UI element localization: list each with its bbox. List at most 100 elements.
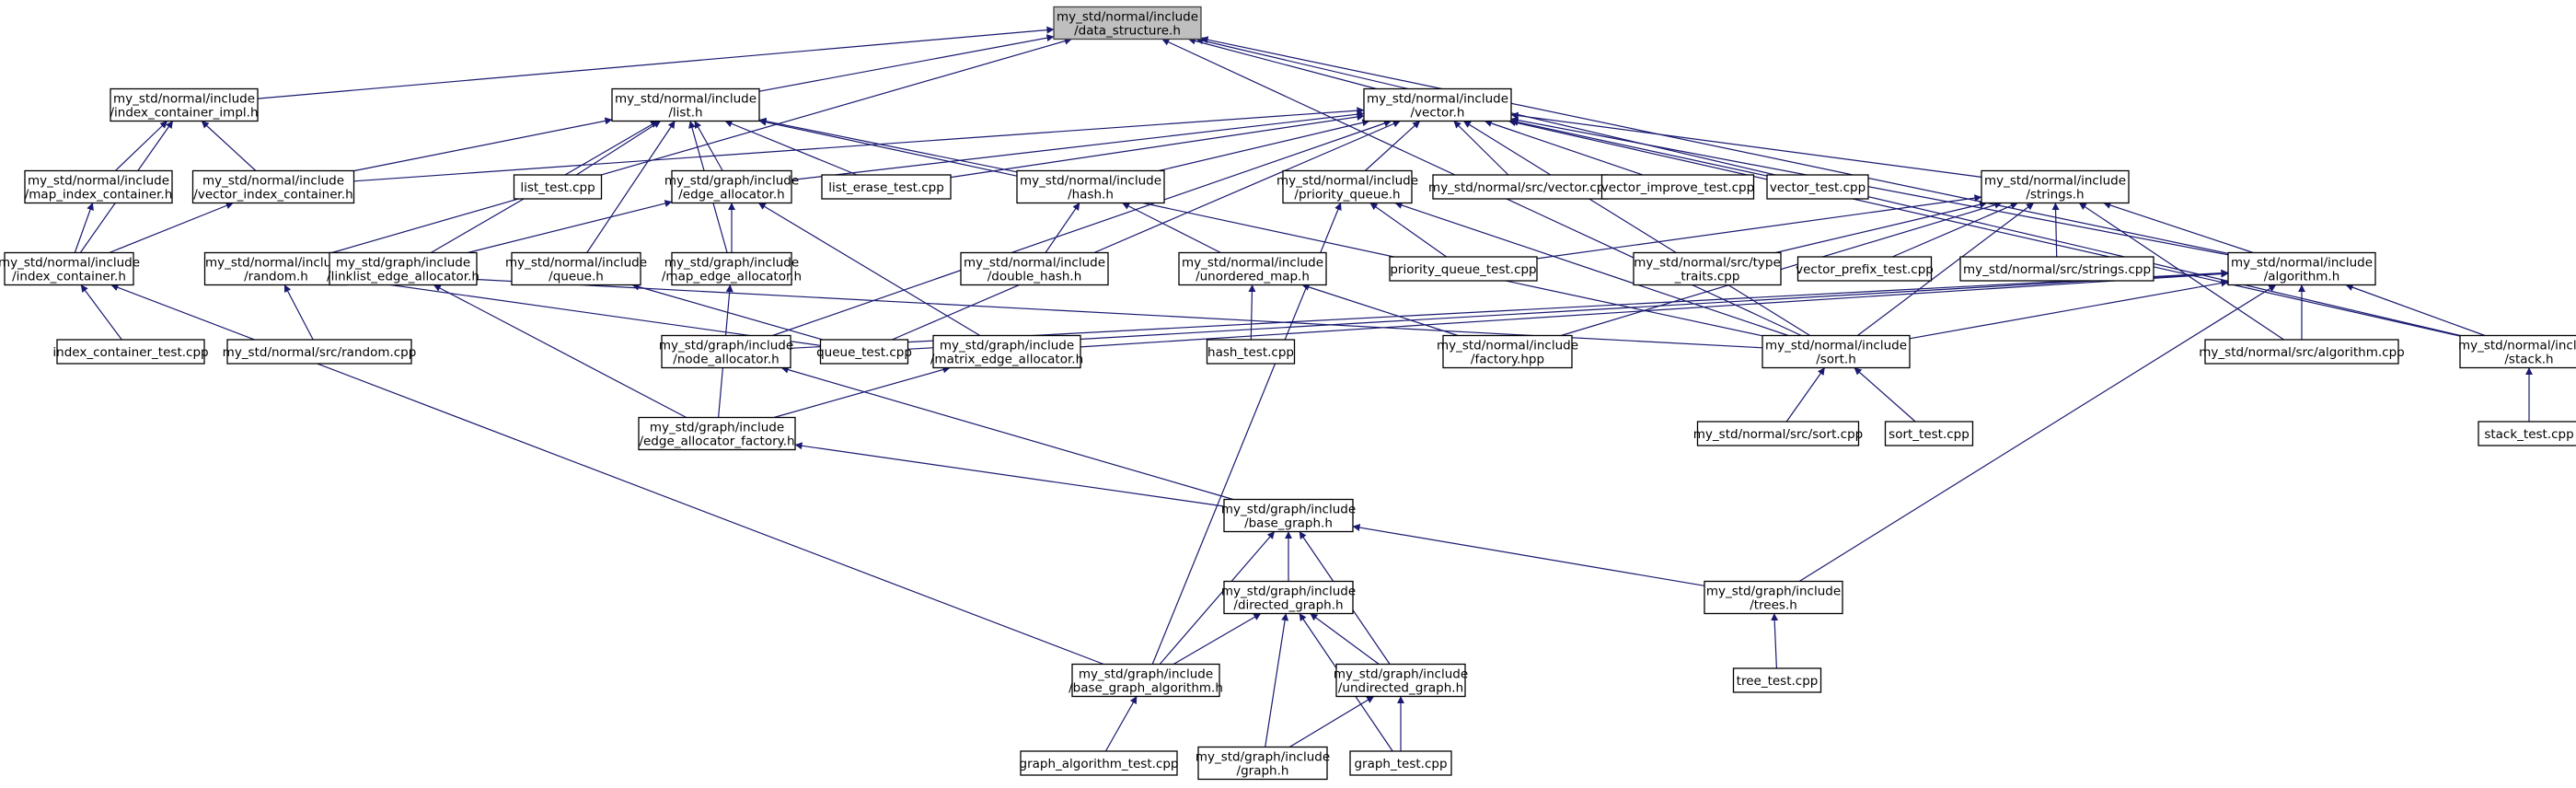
- node-box: [226, 339, 412, 365]
- node-label-line: my_std/graph/include: [1334, 667, 1468, 682]
- node-label-line: my_std/normal/src/strings.cpp: [1963, 262, 2151, 277]
- node-list-h[interactable]: my_std/normal/include/list.h: [611, 87, 760, 122]
- node-box: [1762, 334, 1911, 369]
- edge-hash_h-to-vector_h: [1158, 119, 1370, 172]
- node-map-index-container[interactable]: my_std/normal/include/map_index_containe…: [24, 169, 173, 204]
- node-factory-hpp[interactable]: my_std/normal/include/factory.hpp: [1437, 334, 1578, 369]
- node-label-line: /edge_allocator_factory.h: [639, 435, 794, 449]
- node-src-random[interactable]: my_std/normal/src/random.cpp: [223, 339, 417, 365]
- node-node-allocator[interactable]: my_std/graph/include/node_allocator.h: [659, 334, 793, 369]
- edge-sort_h-to-algorithm_h: [1909, 279, 2229, 340]
- node-matrix-edge-allocator[interactable]: my_std/graph/include/matrix_edge_allocat…: [930, 334, 1083, 369]
- node-hash-test[interactable]: hash_test.cpp: [1206, 339, 1296, 365]
- node-box: [1223, 498, 1354, 533]
- node-box: [960, 251, 1109, 286]
- edge-random_h-to-data_structure: [331, 37, 1072, 254]
- node-box: [821, 174, 952, 200]
- node-edge-allocator-factory[interactable]: my_std/graph/include/edge_allocator_fact…: [638, 416, 796, 451]
- node-graph-test[interactable]: graph_test.cpp: [1349, 750, 1452, 776]
- node-sort-h[interactable]: my_std/normal/include/sort.h: [1762, 334, 1911, 369]
- edge-tree_test-to-trees_h: [1771, 613, 1779, 669]
- node-label-line: my_std/normal/include: [615, 92, 757, 107]
- edge-strings_h-to-vector_h: [1510, 111, 1982, 178]
- node-linklist-edge-allocator[interactable]: my_std/graph/include/linklist_edge_alloc…: [327, 251, 479, 286]
- node-box: [2227, 251, 2376, 286]
- edge-src_vector-to-vector_h: [1453, 121, 1509, 176]
- node-queue-h[interactable]: my_std/normal/include/queue.h: [505, 251, 647, 286]
- node-label-line: sort_test.cpp: [1889, 427, 1970, 442]
- node-graph-h[interactable]: my_std/graph/include/graph.h: [1196, 746, 1330, 781]
- node-vector-h[interactable]: my_std/normal/include/vector.h: [1363, 87, 1512, 122]
- node-queue-test[interactable]: queue_test.cpp: [816, 339, 912, 365]
- node-label-line: graph_algorithm_test.cpp: [1020, 757, 1179, 771]
- node-data-structure[interactable]: my_std/normal/include/data_structure.h: [1053, 6, 1202, 41]
- node-label-line: /base_graph.h: [1244, 516, 1333, 531]
- node-type-traits[interactable]: my_std/normal/src/type_traits.cpp: [1633, 251, 1782, 286]
- edge-vector_improve_test-to-vector_h: [1484, 120, 1644, 176]
- node-box: [1071, 663, 1220, 698]
- node-priority-queue[interactable]: my_std/normal/include/priority_queue.h: [1276, 169, 1418, 204]
- edge-factory_hpp-to-unordered_map: [1301, 284, 1459, 337]
- node-src-strings[interactable]: my_std/normal/src/strings.cpp: [1959, 256, 2154, 282]
- node-tree-test[interactable]: tree_test.cpp: [1732, 667, 1822, 693]
- node-src-sort[interactable]: my_std/normal/src/sort.cpp: [1693, 421, 1863, 446]
- node-label-line: /list.h: [668, 106, 702, 121]
- node-src-algorithm[interactable]: my_std/normal/src/algorithm.cpp: [2199, 339, 2405, 365]
- node-random-h[interactable]: my_std/normal/include/random.h: [203, 251, 349, 286]
- node-box: [638, 416, 796, 451]
- node-index-container[interactable]: my_std/normal/include/index_container.h: [0, 251, 140, 286]
- node-trees-h[interactable]: my_std/graph/include/trees.h: [1704, 580, 1843, 615]
- edge-vector_test-to-vector_h: [1510, 118, 1768, 177]
- node-label-line: my_std/graph/include: [664, 174, 799, 189]
- node-label-line: index_container_test.cpp: [52, 345, 208, 360]
- node-box: [1442, 334, 1573, 369]
- node-sort-test[interactable]: sort_test.cpp: [1884, 421, 1974, 446]
- node-priority-queue-test[interactable]: priority_queue_test.cpp: [1389, 256, 1538, 282]
- node-stack-test[interactable]: stack_test.cpp: [2478, 421, 2576, 446]
- node-label-line: /strings.h: [2026, 188, 2084, 203]
- node-undirected-graph[interactable]: my_std/graph/include/undirected_graph.h: [1334, 663, 1468, 698]
- node-label-line: /edge_allocator.h: [678, 188, 785, 203]
- node-base-graph-algorithm[interactable]: my_std/graph/include/base_graph_algorith…: [1069, 663, 1223, 698]
- edge-sort_test-to-sort_h: [1854, 367, 1916, 423]
- node-box: [1206, 339, 1296, 365]
- edge-queue_h-to-list_h: [586, 121, 676, 253]
- node-base-graph[interactable]: my_std/graph/include/base_graph.h: [1221, 498, 1356, 533]
- node-list-erase-test[interactable]: list_erase_test.cpp: [821, 174, 952, 200]
- node-edge-allocator[interactable]: my_std/graph/include/edge_allocator.h: [664, 169, 799, 204]
- node-graph-algorithm-test[interactable]: graph_algorithm_test.cpp: [1020, 750, 1179, 776]
- node-hash-h[interactable]: my_std/normal/include/hash.h: [1016, 169, 1165, 204]
- edge-src_random-to-random_h: [283, 284, 314, 341]
- node-box: [56, 339, 205, 365]
- node-algorithm-h[interactable]: my_std/normal/include/algorithm.h: [2227, 251, 2376, 286]
- node-box: [1696, 421, 1860, 446]
- node-label-line: /queue.h: [549, 270, 604, 284]
- node-box: [671, 251, 792, 286]
- node-directed-graph[interactable]: my_std/graph/include/directed_graph.h: [1221, 580, 1356, 615]
- edge-list_test-to-list_h: [575, 120, 662, 176]
- node-label-line: /stack.h: [2504, 353, 2553, 367]
- node-strings-h[interactable]: my_std/normal/include/strings.h: [1981, 169, 2130, 204]
- node-double-hash[interactable]: my_std/normal/include/double_hash.h: [960, 251, 1109, 286]
- node-label-line: /index_container.h: [12, 270, 126, 284]
- node-label-line: graph_test.cpp: [1354, 757, 1447, 771]
- node-list-test[interactable]: list_test.cpp: [513, 174, 603, 200]
- node-label-line: my_std/normal/include: [113, 92, 255, 107]
- node-label-line: my_std/graph/include: [664, 256, 799, 271]
- node-vector-prefix-test[interactable]: vector_prefix_test.cpp: [1796, 256, 1934, 282]
- node-vector-index-container[interactable]: my_std/normal/include/vector_index_conta…: [191, 169, 355, 204]
- node-map-edge-allocator[interactable]: my_std/graph/include/map_edge_allocator.…: [662, 251, 802, 286]
- node-stack-h[interactable]: my_std/normal/include/stack.h: [2458, 334, 2576, 369]
- node-unordered-map[interactable]: my_std/normal/include/unordered_map.h: [1178, 251, 1327, 286]
- node-src-vector[interactable]: my_std/normal/src/vector.cpp: [1428, 174, 1612, 200]
- edge-list_erase_test-to-vector_h: [950, 113, 1365, 179]
- edge-node_allocator-to-vector_h: [772, 120, 1392, 337]
- node-label-line: queue_test.cpp: [816, 345, 912, 360]
- node-index-container-impl[interactable]: my_std/normal/include/index_container_im…: [110, 87, 259, 122]
- node-box: [661, 334, 791, 369]
- node-vector-improve-test[interactable]: vector_improve_test.cpp: [1601, 174, 1754, 200]
- node-vector-test[interactable]: vector_test.cpp: [1766, 174, 1869, 200]
- node-label-line: my_std/normal/include: [1057, 10, 1198, 25]
- node-index-container-test[interactable]: index_container_test.cpp: [52, 339, 209, 365]
